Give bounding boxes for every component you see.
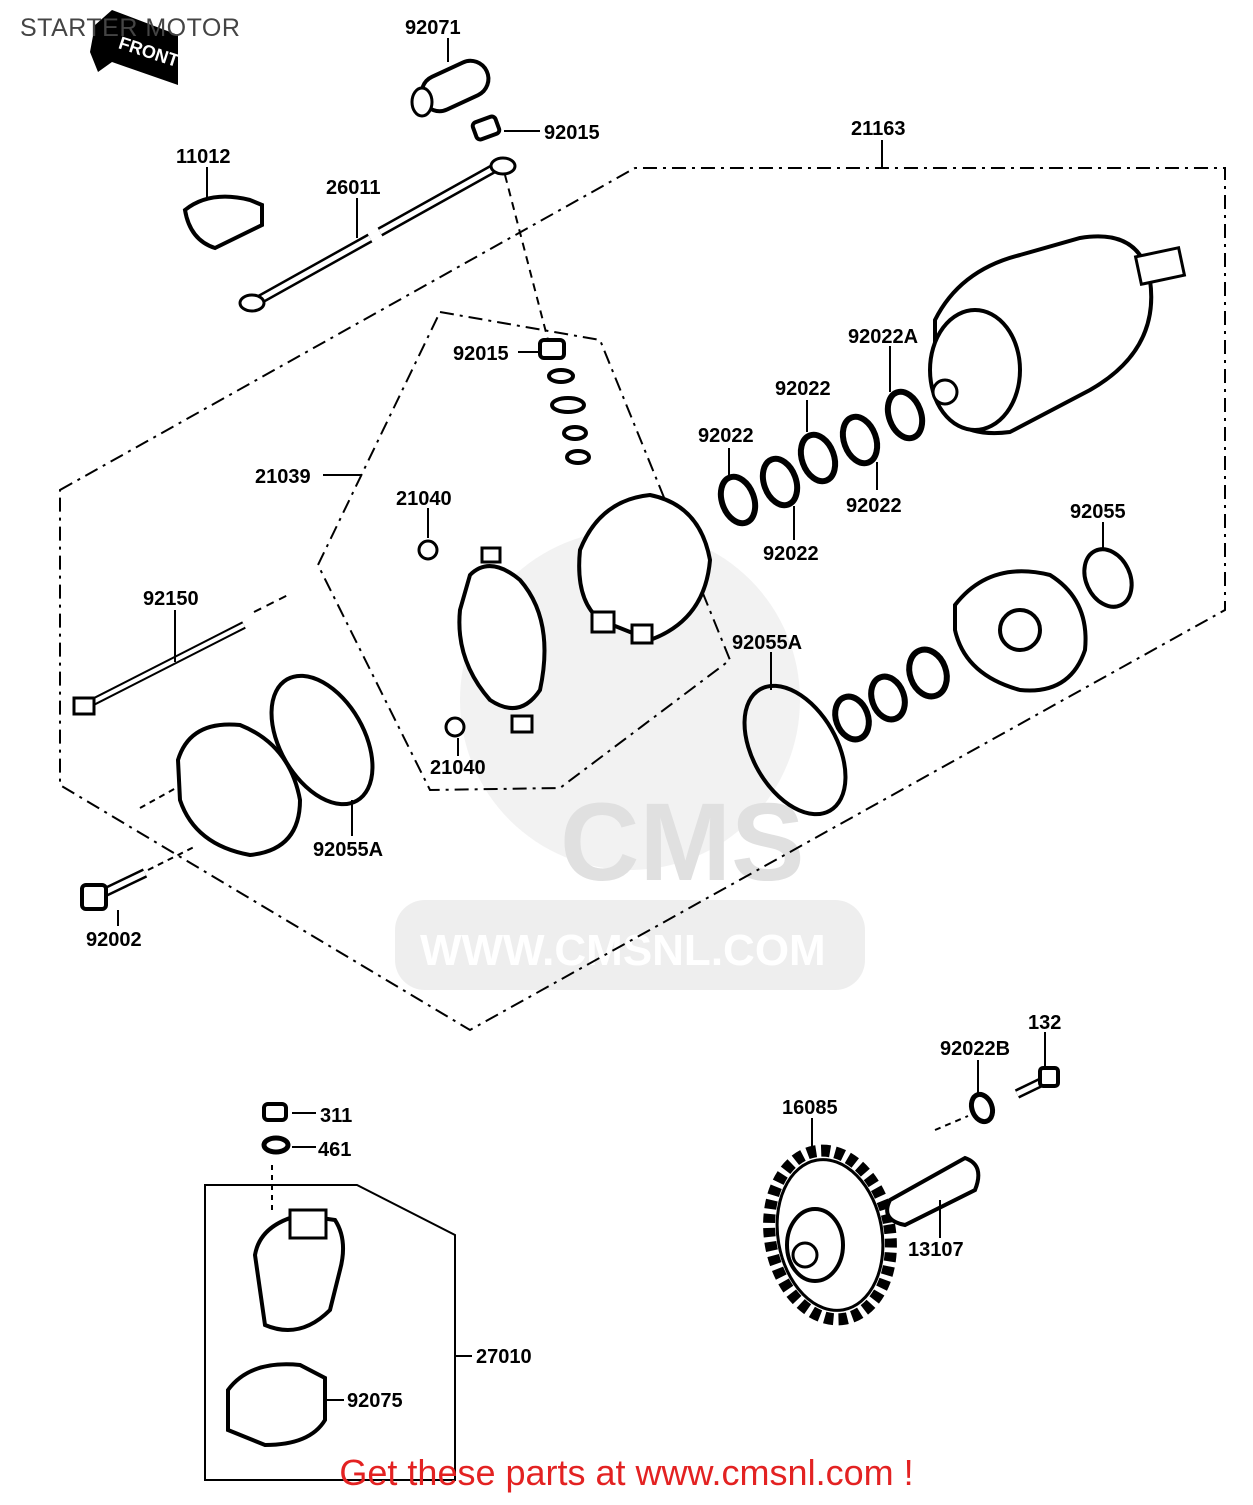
label-92071: 92071 bbox=[405, 17, 461, 39]
part-92075-relay-cover[interactable] bbox=[226, 1362, 327, 1448]
label-132: 132 bbox=[1028, 1012, 1061, 1034]
label-92055a-left: 92055A bbox=[313, 839, 383, 861]
watermark-url: WWW.CMSNL.COM bbox=[420, 926, 826, 975]
part-brush-plate[interactable] bbox=[577, 492, 713, 645]
label-92075: 92075 bbox=[347, 1390, 403, 1412]
part-26011-cable[interactable] bbox=[238, 156, 517, 313]
part-92150-through-bolt[interactable] bbox=[72, 621, 246, 716]
starter-motor-group-outline bbox=[59, 167, 1226, 1032]
part-92015-nut-top[interactable] bbox=[470, 114, 502, 142]
label-21039: 21039 bbox=[255, 466, 311, 488]
part-end-washer-2[interactable] bbox=[865, 672, 910, 724]
label-26011: 26011 bbox=[326, 177, 381, 199]
label-21040-bottom: 21040 bbox=[430, 757, 486, 779]
part-92022b-washer[interactable] bbox=[968, 1091, 996, 1125]
label-92055: 92055 bbox=[1070, 501, 1126, 523]
label-92150: 92150 bbox=[143, 588, 199, 610]
part-92015-terminal-stack[interactable] bbox=[538, 338, 591, 465]
label-21040-top: 21040 bbox=[396, 488, 452, 510]
label-92055a-right: 92055A bbox=[732, 632, 802, 654]
part-end-washer-3[interactable] bbox=[829, 692, 874, 744]
part-92022-washer-c[interactable] bbox=[757, 454, 803, 510]
part-brush-holder[interactable] bbox=[457, 546, 547, 734]
part-311-nut[interactable] bbox=[262, 1102, 288, 1122]
relay-group-outline bbox=[204, 1184, 456, 1481]
label-92022b: 92022B bbox=[940, 1038, 1010, 1060]
part-92055a-oring-right[interactable] bbox=[724, 668, 867, 831]
label-311: 311 bbox=[320, 1105, 352, 1127]
label-92015-mid: 92015 bbox=[453, 343, 509, 365]
label-92022-3: 92022 bbox=[846, 495, 902, 517]
part-number-labels: 92071 92015 11012 26011 21163 92015 9202… bbox=[86, 17, 1126, 1412]
label-92022a: 92022A bbox=[848, 326, 918, 348]
label-27010: 27010 bbox=[476, 1346, 532, 1368]
footer-link-banner[interactable]: Get these parts at www.cmsnl.com ! bbox=[339, 1452, 914, 1493]
label-13107: 13107 bbox=[908, 1239, 964, 1261]
cms-watermark: CMS WWW.CMSNL.COM bbox=[395, 530, 865, 990]
page-title: STARTER MOTOR bbox=[20, 14, 241, 42]
label-11012: 11012 bbox=[176, 146, 231, 168]
label-92022-2: 92022 bbox=[698, 425, 754, 447]
part-16085-idler-gear[interactable] bbox=[756, 1141, 904, 1329]
part-461-washer[interactable] bbox=[261, 1135, 291, 1155]
part-92071-cap[interactable] bbox=[410, 55, 494, 118]
part-11012-boot[interactable] bbox=[182, 194, 264, 251]
part-end-cover-right[interactable] bbox=[953, 569, 1088, 693]
part-92002-bolt[interactable] bbox=[80, 868, 148, 911]
part-92055-oring[interactable] bbox=[1075, 542, 1140, 615]
part-end-cover-left[interactable] bbox=[175, 722, 303, 858]
part-21163-motor-yoke[interactable] bbox=[928, 234, 1187, 435]
front-arrow: FRONT bbox=[90, 10, 181, 85]
part-21040-spring-bottom[interactable] bbox=[444, 716, 466, 738]
label-21163: 21163 bbox=[851, 118, 906, 140]
part-92022-washer-a[interactable] bbox=[837, 412, 883, 468]
label-16085: 16085 bbox=[782, 1097, 838, 1119]
watermark-brand: CMS bbox=[560, 781, 804, 904]
label-92002: 92002 bbox=[86, 929, 142, 951]
part-end-washer-1[interactable] bbox=[903, 644, 953, 701]
part-92022-washer-b[interactable] bbox=[795, 430, 841, 486]
part-132-bolt[interactable] bbox=[1014, 1066, 1060, 1099]
part-92022-washer-d[interactable] bbox=[715, 472, 761, 528]
part-92022a-washer[interactable] bbox=[882, 387, 928, 443]
part-27010-starter-relay[interactable] bbox=[252, 1208, 346, 1332]
label-461: 461 bbox=[318, 1139, 351, 1161]
label-92015-top: 92015 bbox=[544, 122, 600, 144]
label-92022-4: 92022 bbox=[763, 543, 819, 565]
label-92022-1: 92022 bbox=[775, 378, 831, 400]
part-13107-shaft[interactable] bbox=[885, 1155, 981, 1228]
part-21040-spring-top[interactable] bbox=[417, 539, 439, 561]
